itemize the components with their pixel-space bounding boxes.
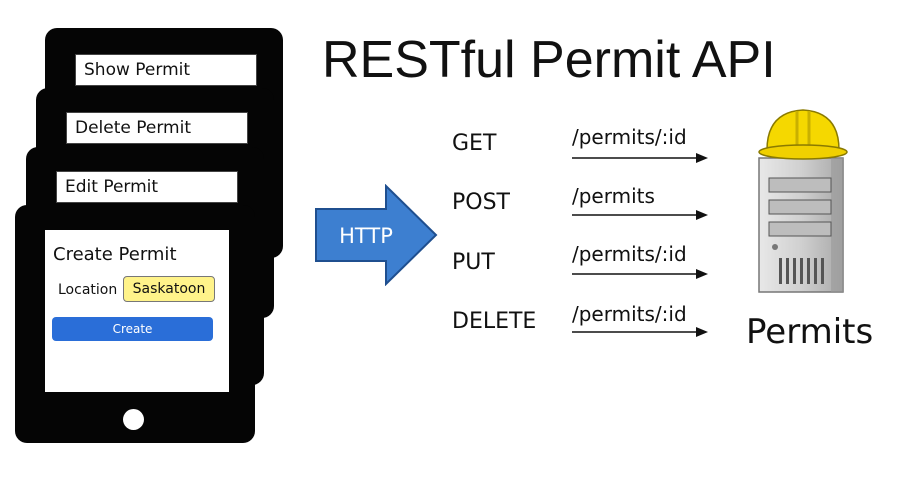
arrow-put-head	[696, 269, 708, 279]
path-post: /permits	[572, 184, 655, 208]
drive-bay-1	[768, 177, 832, 193]
http-arrow-icon: HTTP	[315, 184, 438, 286]
hard-hat-ridge	[795, 111, 811, 148]
edit-permit-screen[interactable]: Edit Permit	[56, 171, 238, 203]
drive-bay-3	[768, 221, 832, 237]
server-icon	[758, 109, 848, 293]
arrow-delete-head	[696, 327, 708, 337]
power-led	[772, 244, 778, 250]
method-put: PUT	[452, 250, 495, 275]
arrow-get-head	[696, 153, 708, 163]
create-permit-screen: Create Permit Location Saskatoon Create	[45, 230, 229, 392]
vent-grille	[779, 258, 824, 284]
drive-bay-2	[768, 199, 832, 215]
path-put: /permits/:id	[572, 242, 687, 266]
path-get: /permits/:id	[572, 125, 687, 149]
path-delete: /permits/:id	[572, 302, 687, 326]
create-button[interactable]: Create	[52, 317, 213, 341]
method-post: POST	[452, 190, 510, 215]
location-input[interactable]: Saskatoon	[123, 276, 215, 302]
show-permit-screen[interactable]: Show Permit	[75, 54, 257, 86]
server-side-shade	[831, 158, 843, 292]
arrow-post-head	[696, 210, 708, 220]
http-label: HTTP	[339, 224, 393, 248]
home-button[interactable]	[123, 409, 144, 430]
hard-hat-brim	[758, 144, 848, 160]
method-delete: DELETE	[452, 309, 537, 334]
create-permit-title: Create Permit	[53, 244, 177, 265]
method-get: GET	[452, 131, 497, 156]
server-label: Permits	[746, 312, 874, 352]
location-label: Location	[58, 282, 118, 298]
hard-hat-dome	[766, 109, 840, 151]
http-arrow-shape	[315, 184, 438, 286]
route-arrows	[572, 153, 708, 337]
diagram-title: RESTful Permit API	[322, 31, 776, 89]
delete-permit-screen[interactable]: Delete Permit	[66, 112, 248, 144]
